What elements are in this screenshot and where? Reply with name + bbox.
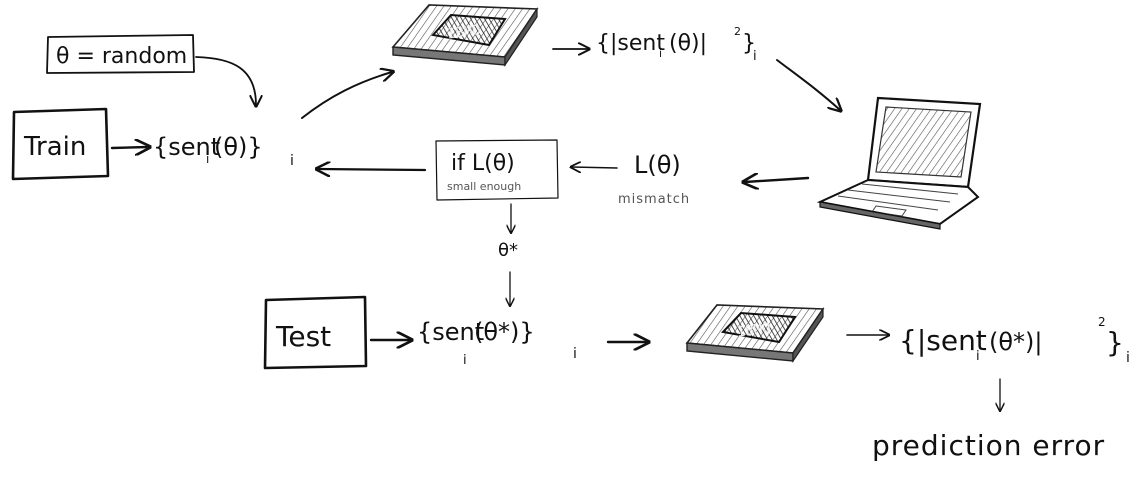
arrow-laptop-to-loss <box>745 178 810 182</box>
prediction-error-label: prediction error <box>872 429 1105 462</box>
arrow-check-to-states <box>318 169 427 170</box>
loss-caption: mismatch <box>618 192 690 207</box>
train-measured-arg: (θ)| <box>669 31 707 56</box>
check-main: if L(θ) <box>451 151 515 176</box>
train-measured-text: {|sent <box>596 31 665 56</box>
train-states-arg: (θ)} <box>214 133 263 161</box>
test-states-expression: {sent i (θ*)} i <box>417 318 577 368</box>
train-measured-tail: i <box>753 49 757 64</box>
loss-expression: L(θ) mismatch <box>618 151 690 207</box>
train-box: Train <box>11 107 110 181</box>
test-states-sub: i <box>463 353 467 368</box>
theta-random-label: θ = random <box>56 44 187 69</box>
test-measured-pow: 2 <box>1098 315 1106 329</box>
chip-label-top: IBMQ <box>446 22 482 43</box>
arrow-theta-to-states <box>195 56 256 105</box>
arrow-train-to-states <box>110 147 148 148</box>
test-measured-expression: {|sent i (θ*)| 2 } i <box>899 315 1130 366</box>
test-measured-text: {|sent <box>899 324 987 357</box>
test-box: Test <box>263 295 368 370</box>
chip-label-bottom: IBMQ <box>736 320 772 341</box>
test-measured-close: } <box>1106 326 1124 359</box>
test-states-tail: i <box>573 346 577 362</box>
arrow-measured-to-laptop <box>776 59 840 110</box>
check-caption: small enough <box>447 180 521 193</box>
quantum-chip-icon: IBMQ <box>391 4 539 67</box>
theta-random-box: θ = random <box>46 34 195 74</box>
train-measured-pow: 2 <box>734 25 741 38</box>
arrow-states-to-qpu <box>301 72 392 119</box>
test-states-text: {sent <box>417 318 484 346</box>
loss-check-box: if L(θ) small enough <box>435 139 559 201</box>
test-states-arg: (θ*)} <box>474 318 535 346</box>
train-label: Train <box>23 132 86 162</box>
arrow-loss-to-check <box>572 167 618 168</box>
train-states-tail: i <box>290 153 294 169</box>
train-measured-sub: i <box>659 47 662 60</box>
test-measured-sub: i <box>976 349 980 364</box>
loss-label: L(θ) <box>634 151 681 179</box>
test-label: Test <box>275 320 331 353</box>
theta-opt-label: θ* <box>498 240 518 261</box>
train-states-expression: {sent i (θ)} i <box>153 133 294 169</box>
test-measured-arg: (θ*)| <box>989 328 1043 356</box>
train-states-text: {sent <box>153 133 220 161</box>
train-measured-expression: {|sent i (θ)| 2 } i <box>596 25 757 64</box>
laptop-icon <box>816 96 982 230</box>
train-measured-close: } <box>742 31 756 56</box>
test-measured-tail: i <box>1126 350 1130 366</box>
quantum-chip-icon-test: IBMQ <box>685 304 825 363</box>
train-states-sub: i <box>206 152 209 166</box>
